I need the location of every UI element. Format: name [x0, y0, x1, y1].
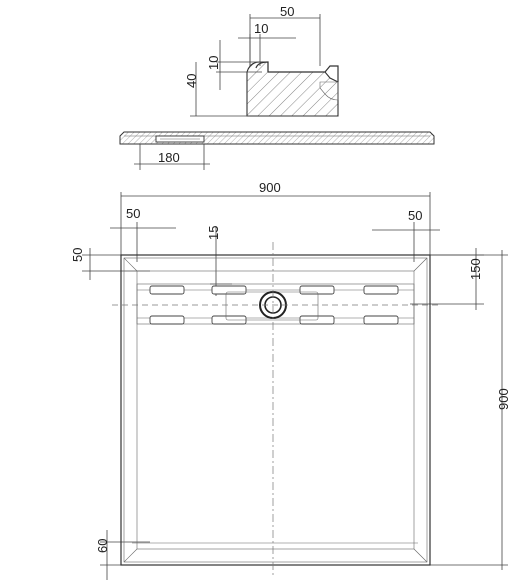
- right-margin-label: 50: [408, 208, 422, 223]
- bottom-margin-label: 60: [95, 539, 110, 553]
- profile-step-label: 10: [206, 56, 221, 70]
- drain-slot: [149, 315, 185, 325]
- left-margin-label: 50: [126, 206, 140, 221]
- drain-slot: [299, 285, 335, 295]
- tray-inner-edge: [123, 257, 428, 563]
- tray-basin: [136, 270, 415, 550]
- side-section: 180: [119, 131, 435, 170]
- profile-inner-label: 10: [254, 21, 268, 36]
- drain-slot: [149, 285, 185, 295]
- drain-slot: [363, 285, 399, 295]
- plan-view: 900 50 50 50 15 150 900 60: [70, 180, 511, 580]
- overall-width-label: 900: [259, 180, 281, 195]
- tray-outer-edge: [120, 254, 431, 566]
- channel-width-label: 180: [158, 150, 180, 165]
- overall-height-label: 900: [496, 388, 511, 410]
- top-margin-label: 50: [70, 248, 85, 262]
- profile-section: [246, 61, 339, 117]
- profile-width-label: 50: [280, 4, 294, 19]
- drain-slot: [363, 315, 399, 325]
- drain-slot: [211, 285, 247, 295]
- rim-label: 15: [206, 226, 221, 240]
- channel-depth-label: 150: [468, 258, 483, 280]
- profile-height-label: 40: [184, 74, 199, 88]
- profile-detail: 50 10 10 40: [184, 4, 339, 117]
- drainage-channel: [136, 283, 415, 325]
